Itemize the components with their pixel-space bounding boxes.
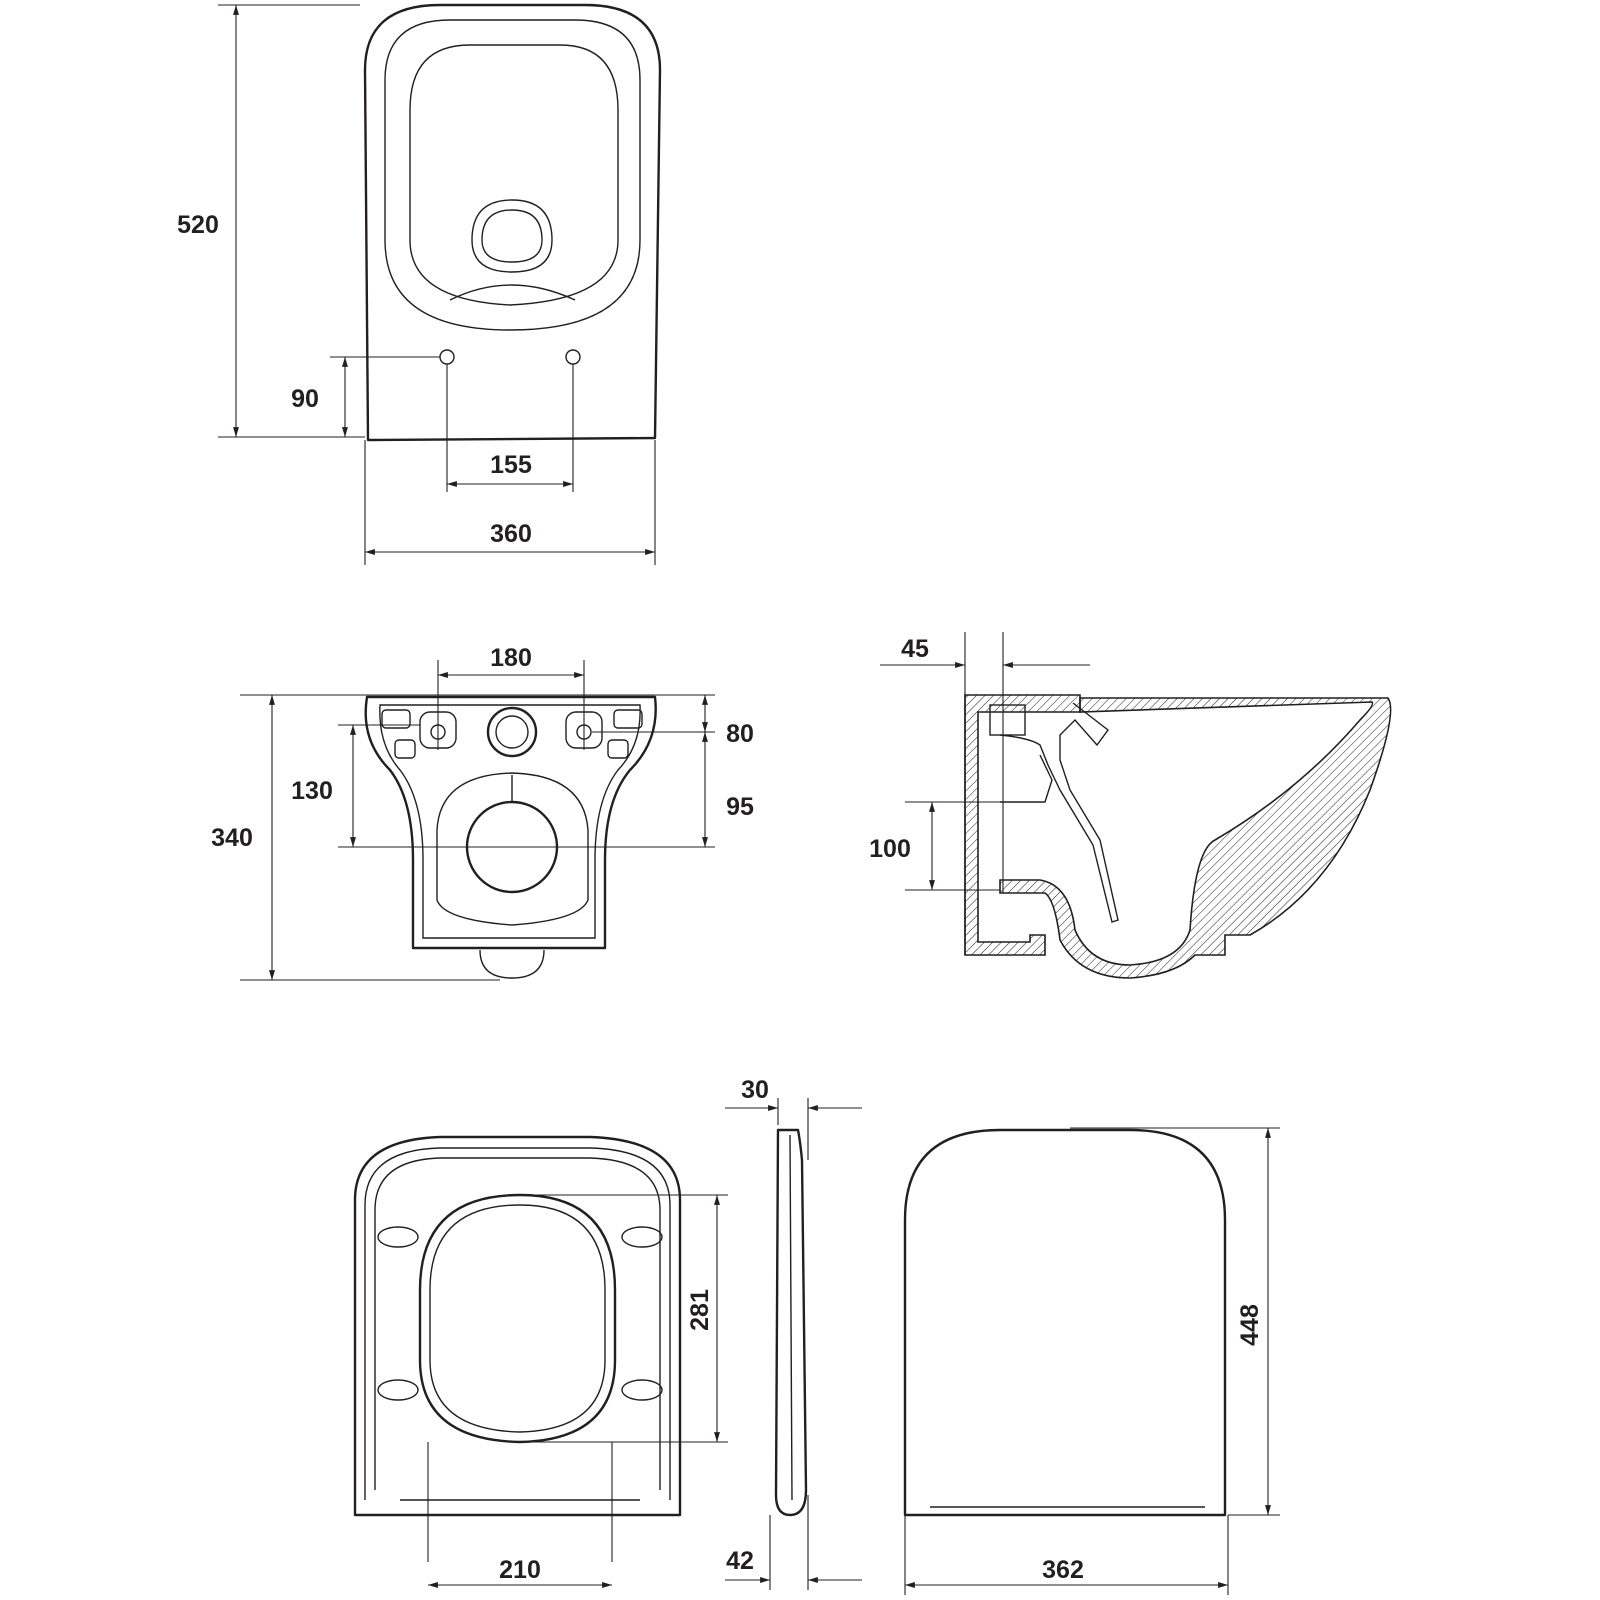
dim-inlet-to-outlet: 130 (291, 777, 333, 805)
dim-width: 360 (490, 520, 532, 548)
dim-height: 340 (211, 824, 253, 852)
dim-opening-length: 281 (686, 1289, 714, 1331)
dim-hole-spacing: 155 (490, 451, 532, 479)
seat-side-view: 30 42 (725, 1076, 862, 1590)
dim-bolt-spacing: 180 (490, 644, 532, 672)
lid-view: 448 362 (903, 1127, 1280, 1595)
dim-lid-length: 448 (1236, 1304, 1264, 1346)
section-bowl (999, 697, 1392, 979)
outlet-outline (471, 199, 553, 273)
lid-outline (903, 1128, 1227, 1517)
top-view: 520 90 155 360 (177, 3, 662, 565)
fixing-hole-left (439, 349, 455, 365)
dim-seat-thickness: 30 (741, 1076, 769, 1104)
seat-opening (418, 1193, 617, 1444)
bowl-opening (409, 44, 619, 306)
dim-top-to-bolts: 80 (726, 720, 754, 748)
dim-lid-width: 362 (1042, 1556, 1084, 1584)
dim-outlet-height: 100 (869, 835, 911, 863)
dim-bolts-to-outlet: 95 (726, 793, 754, 821)
dim-hinge-thickness: 42 (726, 1547, 754, 1575)
dim-overall-length: 520 (177, 211, 219, 239)
bowl-outline (363, 3, 662, 442)
dim-wall-offset: 45 (901, 635, 929, 663)
rim-outline (384, 19, 641, 331)
side-section-view: 45 100 (869, 632, 1392, 979)
inlet (486, 706, 538, 758)
seat-view: 281 210 (353, 1135, 728, 1588)
back-outline (364, 695, 657, 950)
back-view: 180 80 95 130 340 (211, 644, 754, 981)
dim-opening-width: 210 (499, 1556, 541, 1584)
dim-hole-offset: 90 (291, 385, 319, 413)
seat-profile (774, 1128, 808, 1517)
seat-outline (353, 1135, 682, 1517)
fixing-hole-right (565, 349, 581, 365)
